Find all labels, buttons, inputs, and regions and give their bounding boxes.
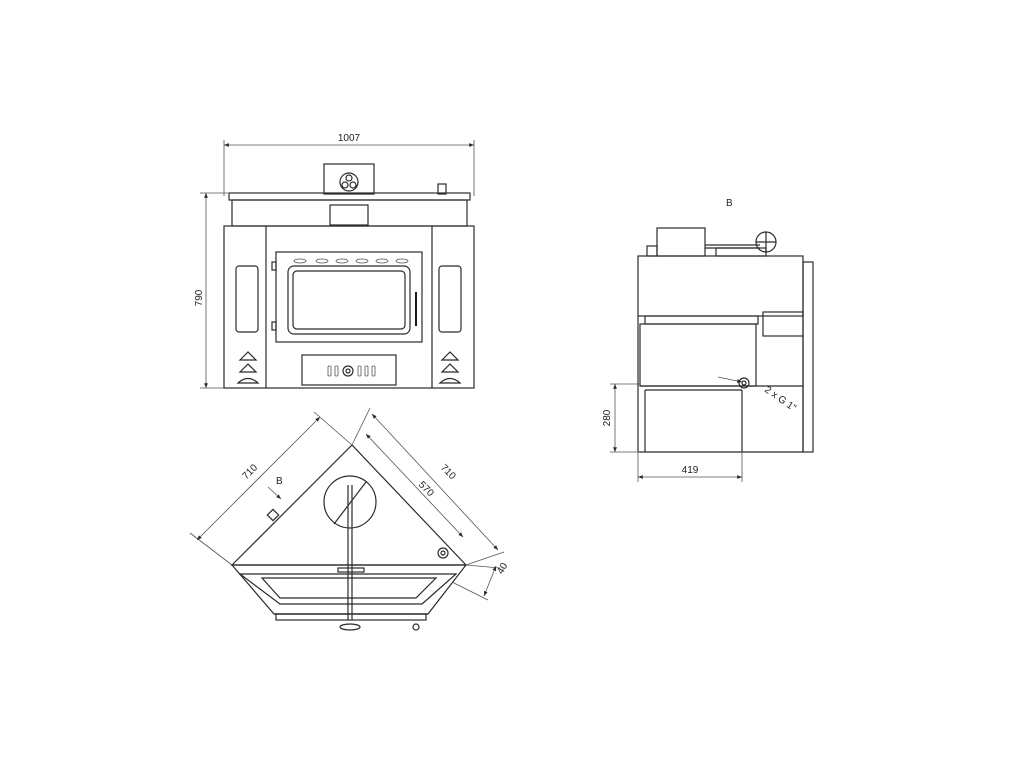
flue-box [323,163,375,195]
stove-body [223,225,475,389]
svg-text:570: 570 [416,479,436,499]
svg-text:2 x G 1": 2 x G 1" [762,384,798,414]
water-connection [738,377,750,389]
door-glass [287,265,411,335]
right-vents [438,351,462,384]
front-height-label: 790 [194,289,205,306]
handle-knob [339,623,361,631]
left-vents [236,351,260,384]
view-marker-b: B [267,476,283,500]
side-view-label: B [726,198,733,209]
flue-connector [339,172,359,192]
front-height-dimension: 790 [194,192,228,389]
top-offset-dimension: 40 [451,561,511,601]
svg-text:40: 40 [495,561,510,577]
connection-callout: 2 x G 1" [717,376,798,414]
air-regulator [342,365,354,377]
ash-drawer [301,354,397,386]
side-depth-dimension: 419 [637,452,743,482]
front-width-label: 1007 [338,133,361,144]
top-view: B 710 710 570 40 [189,407,511,631]
svg-text:B: B [276,476,283,487]
flue-box-side [656,227,706,257]
svg-text:710: 710 [240,462,260,482]
side-upper-body [637,255,804,317]
svg-text:710: 710 [438,462,458,482]
left-side-panel [235,265,259,333]
side-height-dimension: 280 [602,383,640,453]
side-view: B 2 x G 1" 280 [602,198,814,482]
front-width-dimension: 1007 [223,133,475,196]
front-view: 1007 790 [194,133,475,389]
fire-door [275,251,423,343]
top-inner-dimension: 570 [365,433,464,538]
flue-circle [323,475,377,529]
svg-text:419: 419 [682,465,699,476]
svg-text:280: 280 [602,409,613,426]
right-side-panel [438,265,462,333]
